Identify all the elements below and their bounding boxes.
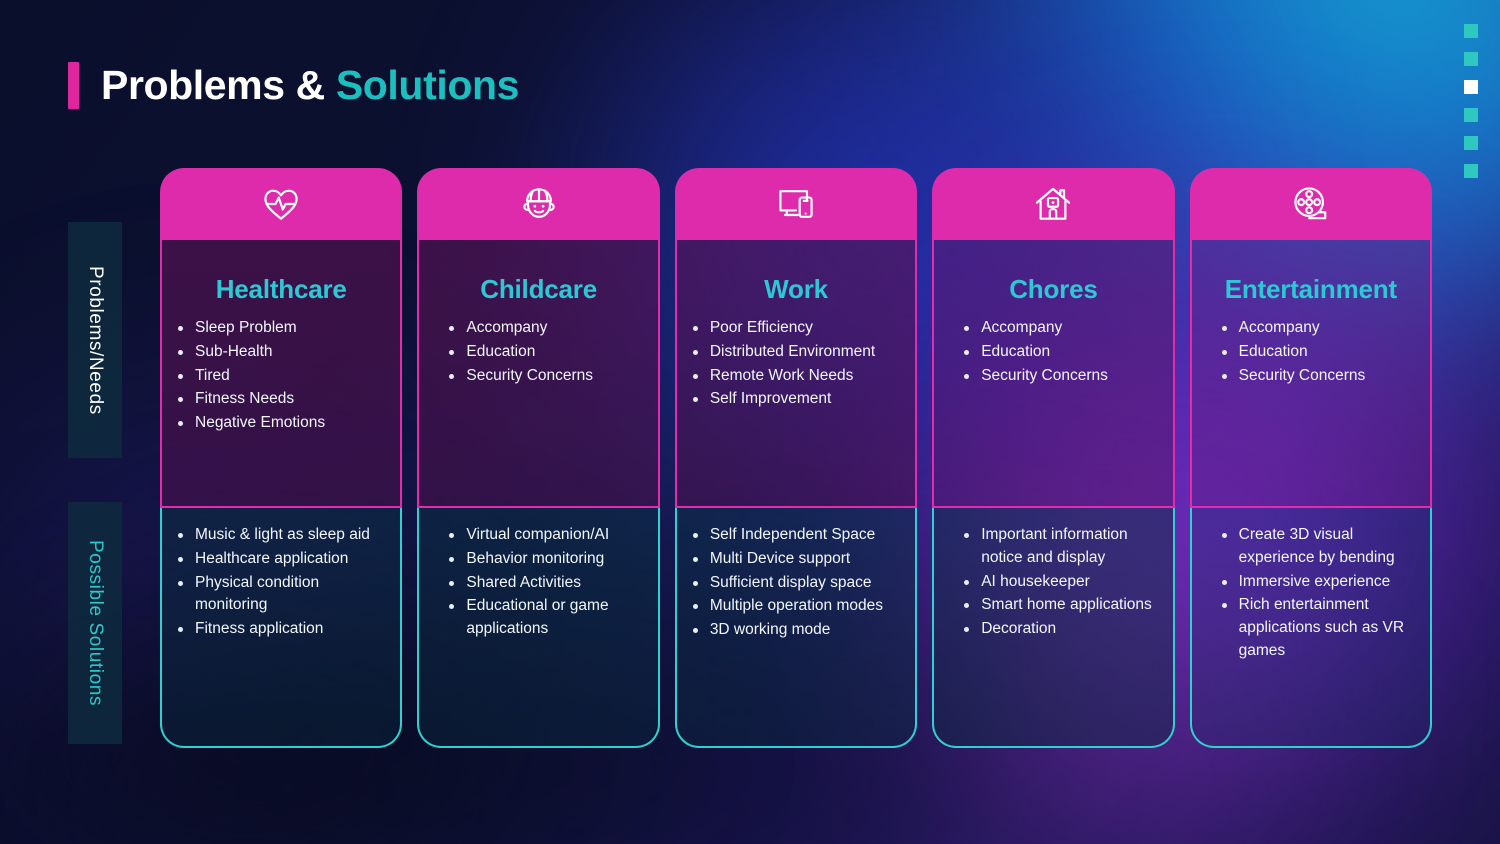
problem-item: Accompany <box>447 317 643 340</box>
house-icon <box>1031 182 1075 226</box>
title-text: Problems & Solutions <box>101 62 519 109</box>
solution-item: AI housekeeper <box>962 571 1158 594</box>
card-header-childcare <box>417 168 660 240</box>
problem-item: Negative Emotions <box>176 412 386 435</box>
decorative-square-2 <box>1464 52 1478 66</box>
problem-item: Security Concerns <box>1220 365 1416 388</box>
card-header-entertainment <box>1189 168 1433 240</box>
problem-item: Self Improvement <box>691 388 901 411</box>
solutions-section-chores: Important information notice and display… <box>932 508 1175 748</box>
card-title: Childcare <box>480 274 597 304</box>
solution-item: Smart home applications <box>962 594 1158 617</box>
side-label-solutions: Possible Solutions <box>68 502 122 744</box>
monitor-phone-icon <box>774 182 818 226</box>
solution-item: Educational or game applications <box>447 595 643 641</box>
problem-item: Security Concerns <box>447 365 643 388</box>
solution-item: Healthcare application <box>176 548 386 571</box>
problem-item: Education <box>962 341 1158 364</box>
card-title: Healthcare <box>215 274 347 304</box>
decorative-square-4 <box>1464 108 1478 122</box>
problem-item: Sub-Health <box>176 341 386 364</box>
page-title: Problems & Solutions <box>68 62 519 109</box>
decorative-square-3 <box>1464 80 1478 94</box>
solution-item: Self Independent Space <box>691 524 901 547</box>
solution-item: Multi Device support <box>691 548 901 571</box>
solution-item: Physical condition monitoring <box>176 572 386 618</box>
problem-item: Accompany <box>962 317 1158 340</box>
title-accent-bar <box>68 62 79 109</box>
solution-item: Create 3D visual experience by bending <box>1220 524 1416 570</box>
title-part-problems: Problems & <box>101 62 336 108</box>
side-label-problems: Problems/Needs <box>68 222 122 458</box>
solution-item: Virtual companion/AI <box>447 524 643 547</box>
decorative-square-1 <box>1464 24 1478 38</box>
solution-item: Immersive experience <box>1220 571 1416 594</box>
decorative-square-5 <box>1464 136 1478 150</box>
solution-item: Rich entertainment applications such as … <box>1220 594 1416 662</box>
problem-item: Education <box>1220 341 1416 364</box>
solution-item: Decoration <box>962 618 1158 641</box>
problem-item: Distributed Environment <box>691 341 901 364</box>
problem-item: Sleep Problem <box>176 317 386 340</box>
decorative-squares <box>1464 24 1478 178</box>
problem-item: Security Concerns <box>962 365 1158 388</box>
problem-item: Accompany <box>1220 317 1416 340</box>
solution-item: Fitness application <box>176 618 386 641</box>
solution-item: Shared Activities <box>447 572 643 595</box>
side-label-problems-text: Problems/Needs <box>85 265 106 415</box>
solution-item: Sufficient display space <box>691 572 901 595</box>
film-reel-icon <box>1289 182 1333 226</box>
solution-item: Music & light as sleep aid <box>176 524 386 547</box>
solution-item: Multiple operation modes <box>691 595 901 618</box>
solution-item: Behavior monitoring <box>447 548 643 571</box>
solutions-list: Important information notice and display… <box>948 524 1158 641</box>
card-header-chores <box>932 168 1175 240</box>
decorative-square-6 <box>1464 164 1478 178</box>
heart-pulse-icon <box>259 182 303 226</box>
title-part-solutions: Solutions <box>335 62 520 108</box>
problem-item: Fitness Needs <box>176 388 386 411</box>
side-label-solutions-text: Possible Solutions <box>85 539 106 707</box>
problem-item: Tired <box>176 365 386 388</box>
card-header-healthcare <box>160 168 403 240</box>
solution-item: 3D working mode <box>691 619 901 642</box>
solution-item: Important information notice and display <box>962 524 1158 570</box>
problem-item: Education <box>447 341 643 364</box>
problem-item: Remote Work Needs <box>691 365 901 388</box>
card-title: Work <box>764 274 828 304</box>
card-title: Chores <box>1009 274 1098 304</box>
child-face-icon <box>517 182 561 226</box>
card-header-work <box>674 168 918 240</box>
problem-item: Poor Efficiency <box>691 317 901 340</box>
card-title: Entertainment <box>1224 274 1397 304</box>
